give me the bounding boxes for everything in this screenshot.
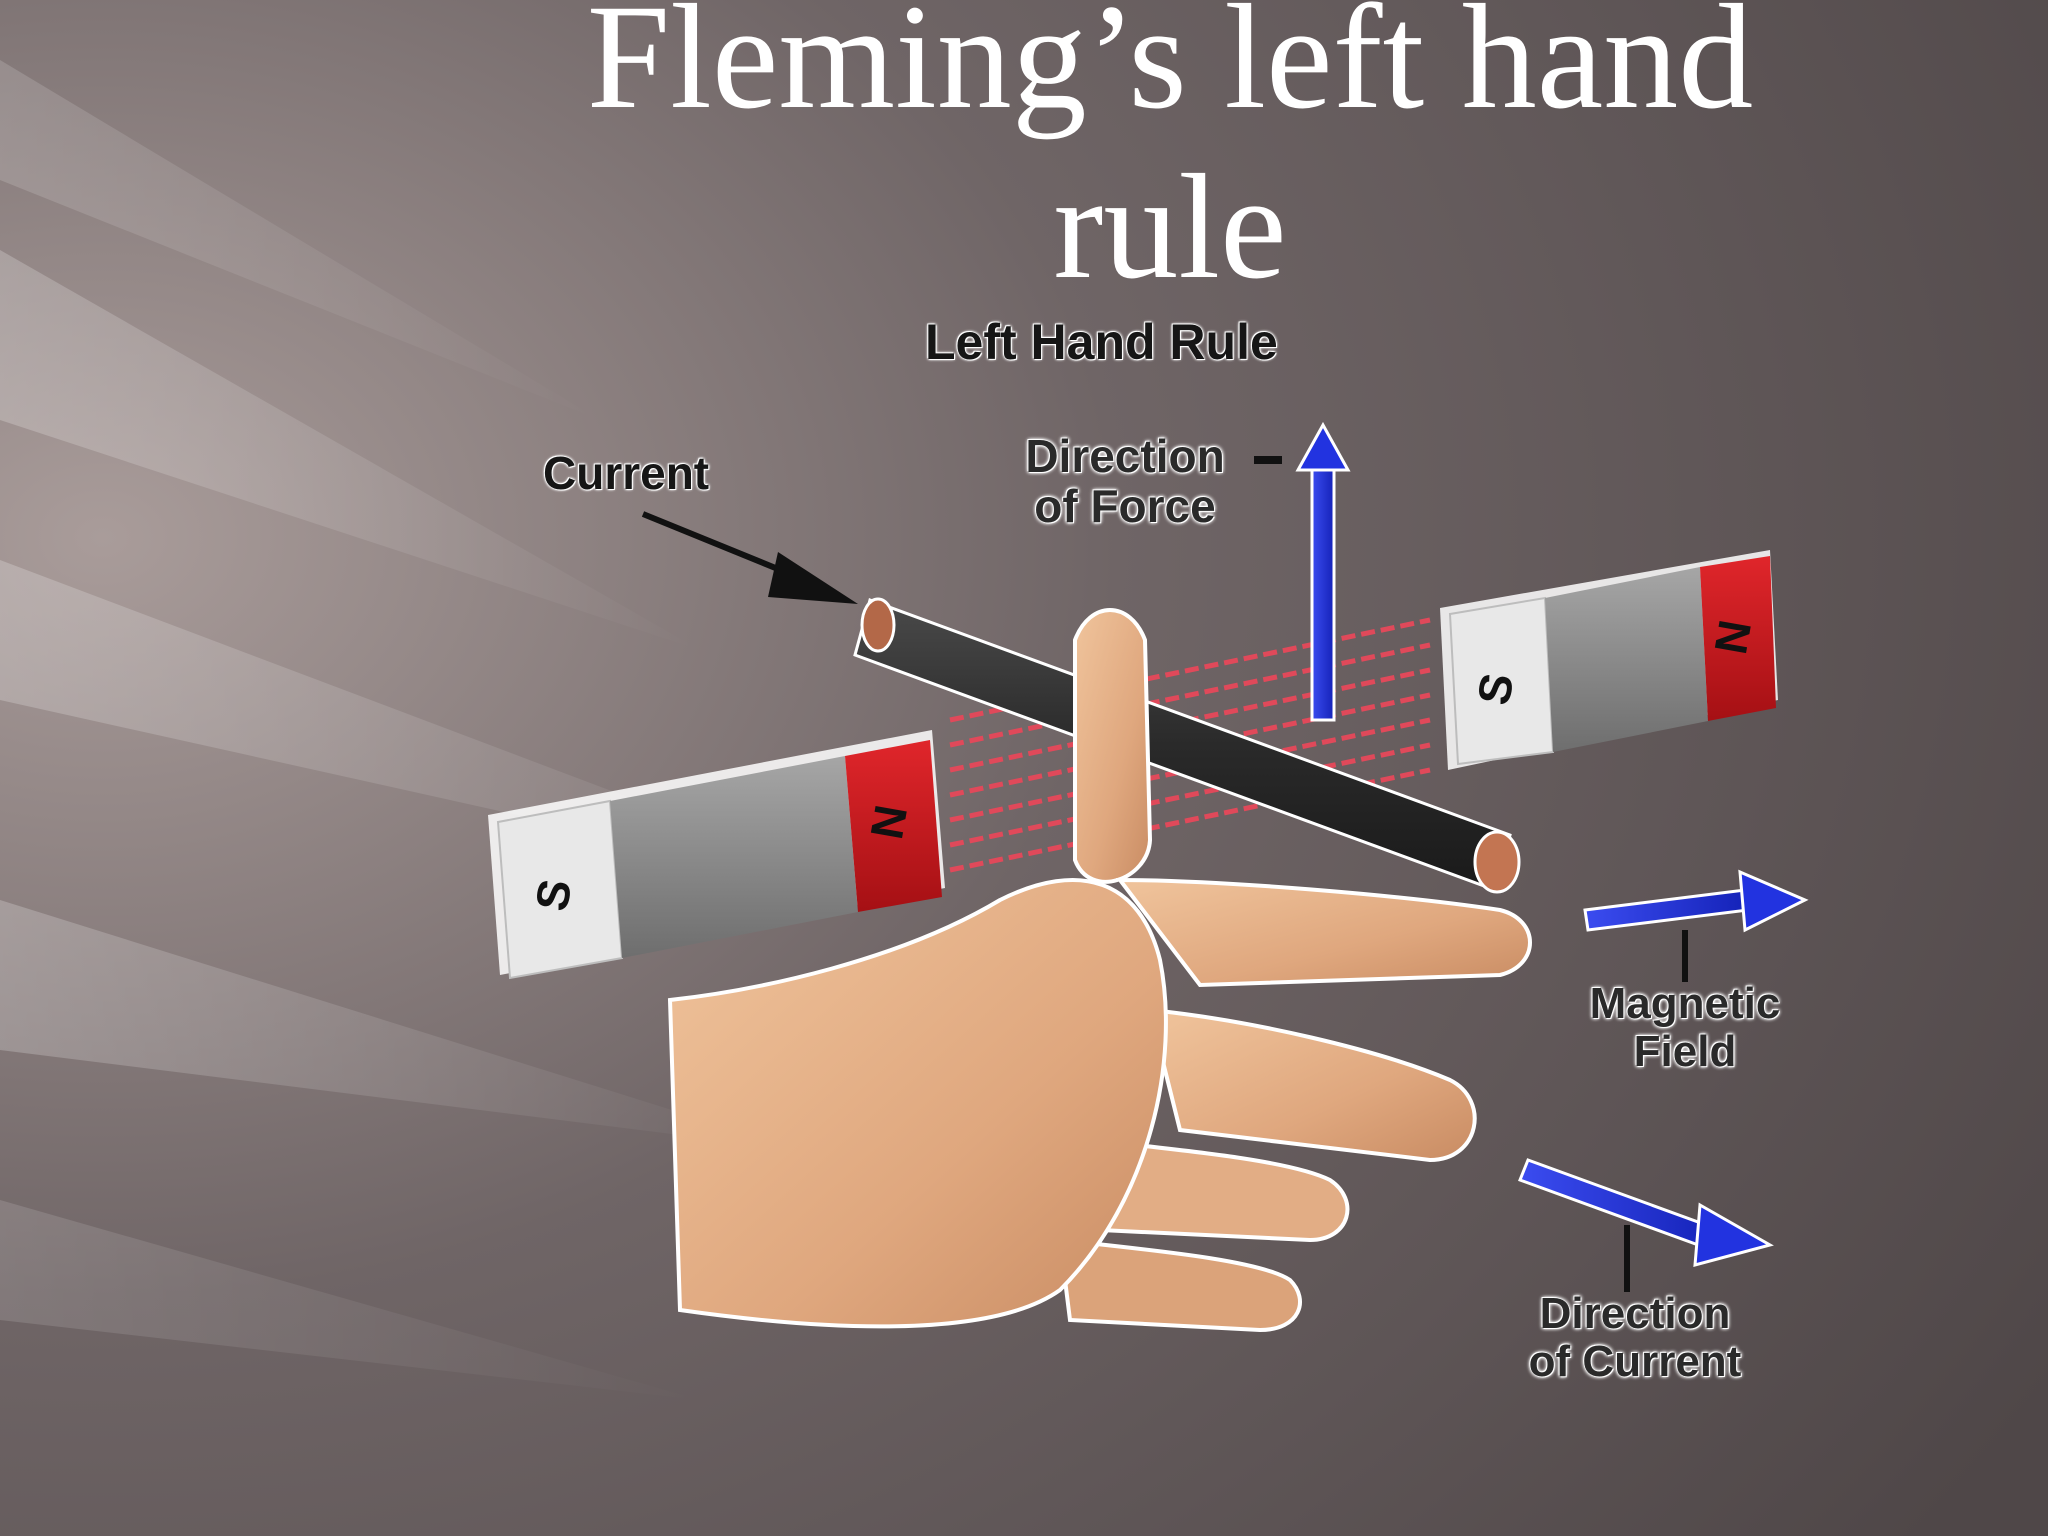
current-direction-label: Direction of Current xyxy=(1480,1290,1790,1385)
current-direction-label-line-1: Direction xyxy=(1539,1289,1731,1338)
title-line-1: Fleming’s left hand xyxy=(586,0,1754,140)
magnetic-field-arrow xyxy=(1583,869,1809,982)
left-hand xyxy=(667,608,1532,1333)
force-label-line-1: Direction xyxy=(1025,430,1225,482)
magnet-left xyxy=(488,730,945,980)
conductor-rod xyxy=(853,597,1521,894)
current-pointer-arrow xyxy=(641,511,858,604)
slide-title: Fleming’s left hand rule xyxy=(330,0,2010,312)
magnetic-field-label: Magnetic Field xyxy=(1560,980,1810,1075)
magnet-right xyxy=(1440,550,1778,770)
force-arrow xyxy=(1295,421,1351,722)
title-line-2: rule xyxy=(1053,144,1287,310)
current-label: Current xyxy=(543,447,710,499)
magnetic-field-label-line-2: Field xyxy=(1633,1026,1737,1076)
force-label-line-2: of Force xyxy=(1034,479,1216,532)
diagram-heading: Left Hand Rule xyxy=(925,314,1278,370)
force-label: Direction of Force xyxy=(1000,430,1250,532)
current-direction-arrow xyxy=(1518,1158,1774,1292)
magnetic-field-label-line-1: Magnetic xyxy=(1589,979,1781,1028)
current-direction-label-line-2: of Current xyxy=(1528,1336,1742,1386)
